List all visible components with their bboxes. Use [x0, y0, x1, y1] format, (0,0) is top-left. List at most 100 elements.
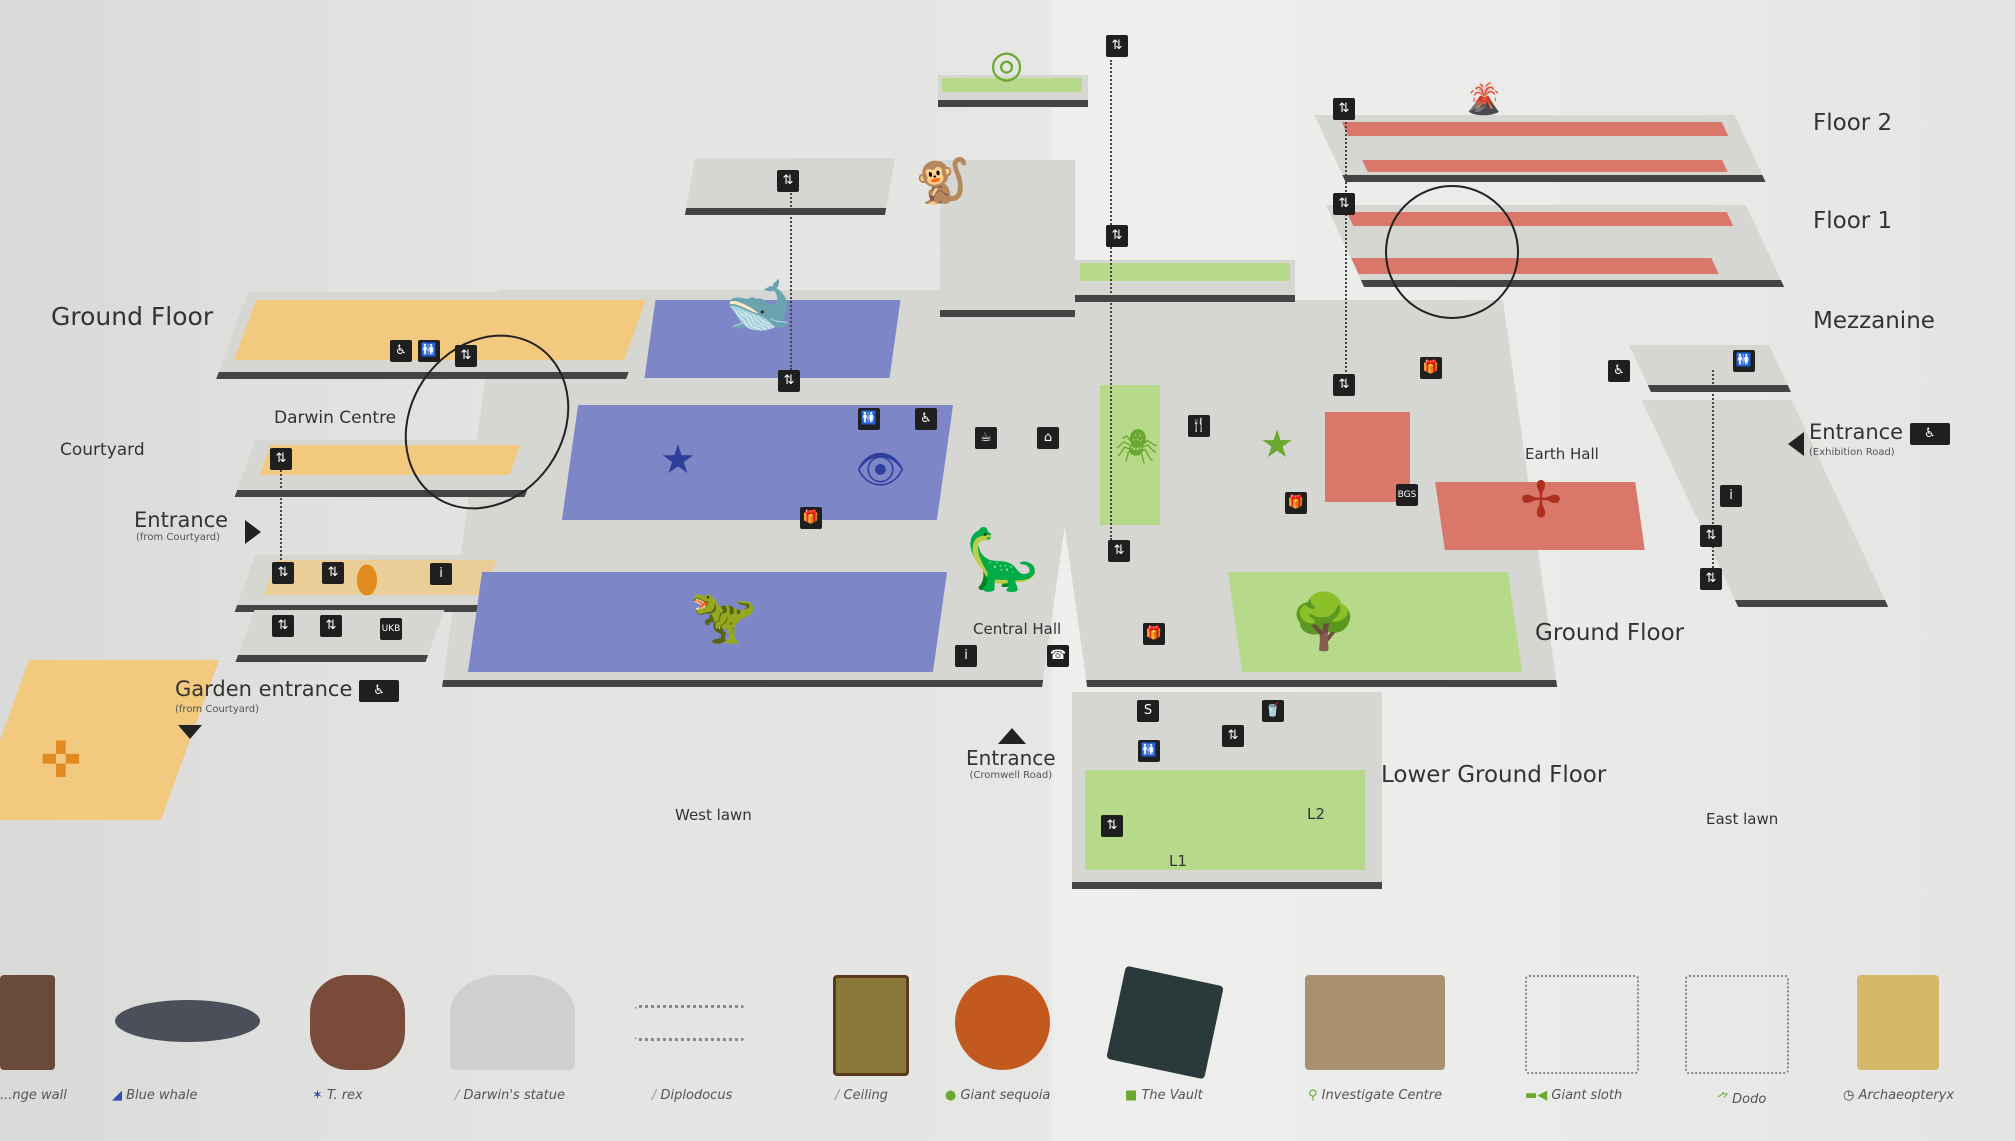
entrance-arrow-icon [178, 725, 202, 739]
floor-2-red-zone-front [1362, 160, 1728, 172]
dinosaur-icon: ✶ [312, 1088, 323, 1103]
skeleton-icon: / [652, 1088, 657, 1103]
dodo-icon: ⺈ [1715, 1092, 1729, 1107]
lift-icon: ⇅ [778, 370, 800, 392]
lift-icon: ⇅ [272, 562, 294, 584]
entrance-cromwell-road[interactable]: Entrance (Cromwell Road) [966, 746, 1056, 781]
toilets-icon: 🚻 [1733, 350, 1755, 372]
cocoon-floor-zone [263, 560, 497, 595]
toilets-icon: 🚻 [858, 408, 880, 430]
floor-2-red-zone [1341, 122, 1729, 136]
darwin-centre-zone [234, 300, 646, 360]
entrance-label: Entrance [134, 508, 229, 532]
entrance-arrow-icon [245, 520, 261, 544]
legend-photo-dodo [1685, 975, 1789, 1074]
east-galleries-zone [1227, 572, 1523, 672]
legend-photo-archaeopteryx [1857, 975, 1939, 1070]
garden-entrance[interactable]: Garden entrance ♿ (from Courtyard) [175, 677, 400, 715]
legend-item-investigate-centre: ⚲ Investigate Centre [1308, 1088, 1442, 1103]
place-central-hall: Central Hall [973, 620, 1062, 638]
entrance-label: Entrance [1809, 420, 1904, 444]
floor-label-ground-floor-right: Ground Floor [1535, 620, 1685, 646]
lift-icon: ⇅ [1106, 35, 1128, 57]
wind-turbine-icon: ✢ [1520, 471, 1562, 529]
place-west-lawn: West lawn [675, 806, 752, 824]
legend-item-the-vault: ■ The Vault [1125, 1088, 1203, 1103]
magnifier-icon: ⚲ [1308, 1088, 1318, 1103]
information-icon: i [1720, 485, 1742, 507]
legend-item-giant-sequoia: ● Giant sequoia [945, 1088, 1050, 1103]
legend-item-ceiling: / Ceiling [835, 1088, 888, 1103]
lift-icon: ⇅ [777, 170, 799, 192]
legend-item-darwins-statue: / Darwin's statue [455, 1088, 565, 1103]
earth-hall-globe-outline [1385, 185, 1519, 319]
tree-ring-icon: ● [945, 1088, 957, 1103]
entrance-arrow-icon [1788, 432, 1804, 456]
gift-shop-icon: 🎁 [1285, 492, 1307, 514]
lift-icon: ⇅ [320, 615, 342, 637]
entrance-from-courtyard[interactable]: Entrance (from Courtyard) [134, 508, 228, 543]
star-icon: ★ [660, 437, 696, 483]
lift-icon: ⇅ [1700, 525, 1722, 547]
blue-whale-icon: 🐋 [725, 273, 793, 336]
legend-label: Dodo [1732, 1092, 1767, 1107]
lift-shaft-line [1345, 110, 1347, 380]
upper-east-zone [1080, 263, 1290, 281]
telephone-icon: ☎ [1047, 645, 1069, 667]
giant-sequoia-ring-icon: ◎ [990, 42, 1024, 86]
wheelchair-access-icon: ♿ [390, 340, 412, 362]
picnic-icon: 🥤 [1262, 700, 1284, 722]
ceiling-icon: / [835, 1088, 840, 1103]
shop-icon: S [1137, 700, 1159, 722]
restaurant-icon: 🍴 [1188, 415, 1210, 437]
floor-label-lower-ground-floor: Lower Ground Floor [1381, 762, 1607, 788]
entrance-sub: (from Courtyard) [175, 704, 260, 715]
legend-photo-investigate-centre [1305, 975, 1445, 1070]
accessible-entrance-icon: ♿ [359, 680, 400, 702]
entrance-sub: (Exhibition Road) [1809, 447, 1895, 458]
entrance-exhibition-road[interactable]: Entrance ♿ (Exhibition Road) [1809, 420, 1950, 458]
place-l2: L2 [1307, 805, 1325, 823]
legend-label: Blue whale [126, 1088, 198, 1103]
lift-icon: ⇅ [1333, 374, 1355, 396]
legend-photo-vault-gem [1106, 965, 1224, 1080]
legend-item-archaeopteryx: ◷ Archaeopteryx [1843, 1088, 1954, 1103]
lift-icon: ⇅ [1108, 540, 1130, 562]
accessible-entrance-icon: ♿ [1909, 423, 1950, 445]
legend-item-giant-sloth: ▬◀ Giant sloth [1525, 1088, 1622, 1103]
legend-photo-giant-sloth [1525, 975, 1639, 1074]
treasure-chest-icon: ■ [1125, 1088, 1138, 1103]
legend-label: T. rex [327, 1088, 363, 1103]
legend-label: Giant sequoia [960, 1088, 1051, 1103]
place-l1: L1 [1169, 852, 1187, 870]
lift-icon: ⇅ [1333, 193, 1355, 215]
legend-item-blue-whale: ◢ Blue whale [112, 1088, 198, 1103]
clock-icon: ◷ [1843, 1088, 1855, 1103]
legend-item-t-rex: ✶ T. rex [312, 1088, 363, 1103]
ukb-icon: UKB [380, 618, 402, 640]
bgs-icon: BGS [1396, 484, 1418, 506]
entrance-arrow-icon [998, 728, 1026, 744]
place-east-lawn: East lawn [1706, 810, 1779, 828]
lift-icon: ⇅ [322, 562, 344, 584]
volcano-icon: 🌋 [1465, 82, 1503, 117]
floor-label-ground-floor-left: Ground Floor [51, 302, 214, 331]
cocoon-icon: ⬮ [355, 557, 379, 601]
dragonfly-icon: ✜ [40, 731, 82, 789]
gift-shop-icon: 🎁 [1420, 357, 1442, 379]
legend-label: Diplodocus [660, 1088, 733, 1103]
lift-icon: ⇅ [1333, 98, 1355, 120]
lift-icon: ⇅ [1700, 568, 1722, 590]
t-rex-icon: 🦖 [690, 585, 758, 648]
lift-shaft-line [1712, 370, 1714, 580]
legend-label: The Vault [1141, 1088, 1203, 1103]
legend-label: Investigate Centre [1321, 1088, 1443, 1103]
lift-icon: ⇅ [1106, 225, 1128, 247]
green-star-icon: ★ [1260, 422, 1295, 466]
lift-icon: ⇅ [272, 615, 294, 637]
earth-side-zone [1325, 412, 1410, 502]
spider-icon: 🕷 [1115, 427, 1159, 467]
legend-item-dodo: ⺈ Dodo [1715, 1088, 1766, 1107]
entrance-sub: (Cromwell Road) [969, 770, 1053, 781]
monkey-icon: 🐒 [915, 156, 970, 207]
